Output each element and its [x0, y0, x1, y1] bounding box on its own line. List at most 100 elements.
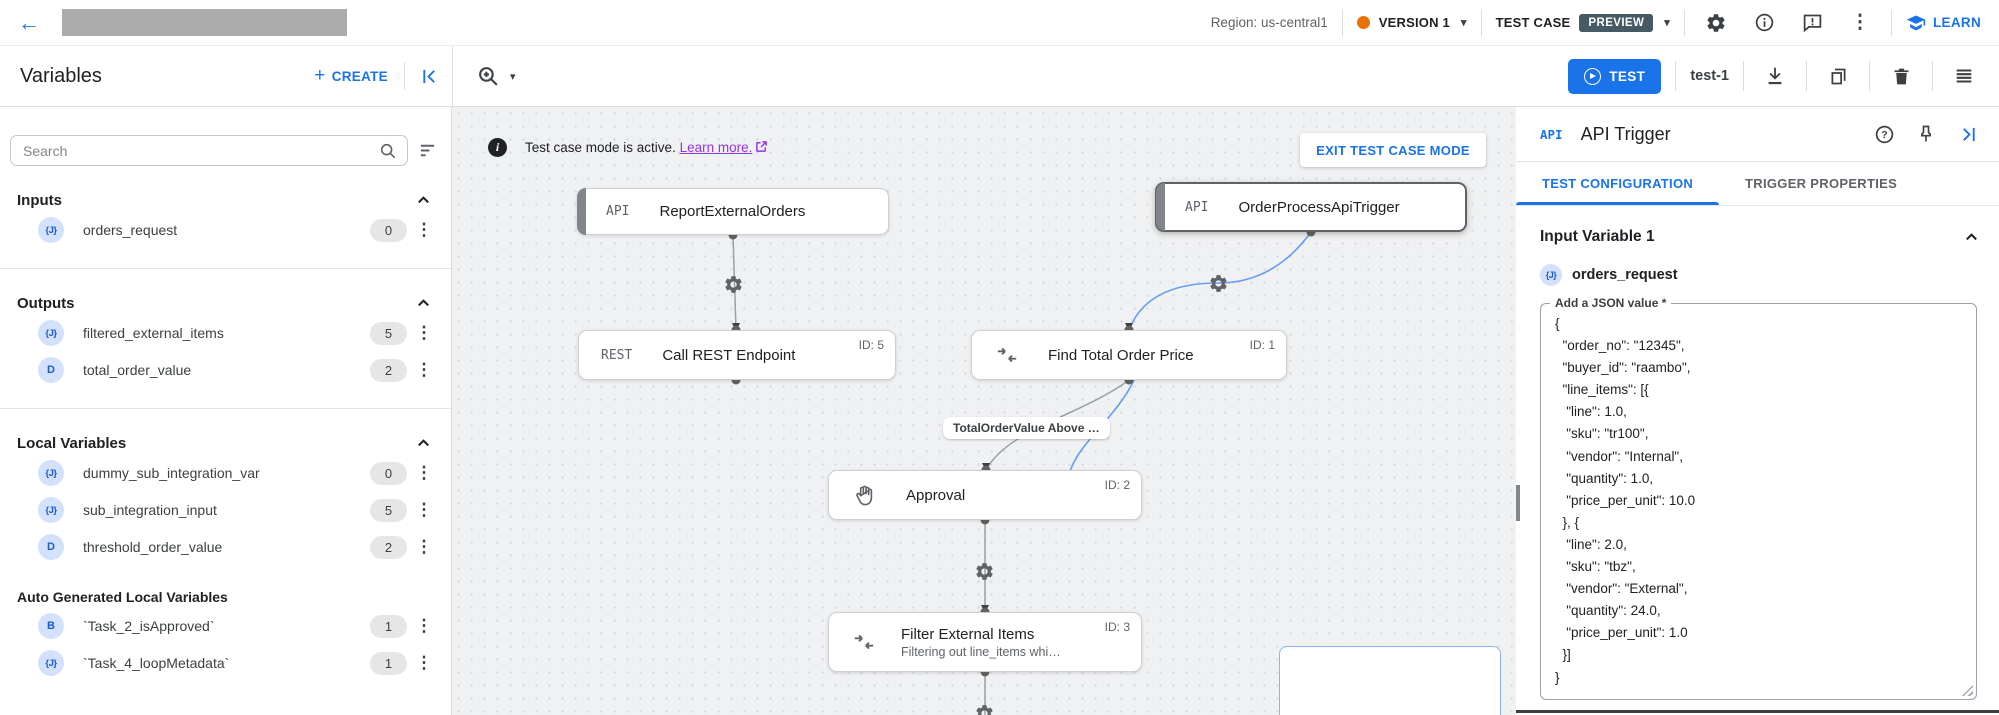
node-filter-external-items[interactable]: Filter External Items Filtering out line… — [828, 612, 1142, 672]
panel-header: API API Trigger — [1516, 107, 1999, 162]
integration-title-redacted — [62, 9, 347, 36]
node-approval[interactable]: Approval ID: 2 — [828, 470, 1142, 520]
help-icon[interactable] — [1869, 117, 1899, 151]
chevron-up-icon[interactable] — [416, 193, 431, 208]
chevron-down-icon: ▾ — [1664, 17, 1670, 29]
delete-icon[interactable] — [1884, 59, 1918, 93]
region-label: Region: us-central1 — [1210, 15, 1328, 30]
row-more-options-icon[interactable]: ⋮ — [415, 653, 433, 672]
usage-count-badge: 2 — [370, 535, 407, 559]
chevron-up-icon[interactable] — [416, 296, 431, 311]
edge-settings-gear-icon[interactable] — [971, 558, 997, 584]
flow-canvas[interactable]: i Test case mode is active. Learn more. … — [452, 107, 1516, 715]
edge-settings-gear-icon[interactable] — [1205, 270, 1231, 296]
json-type-chip: {J} — [1540, 264, 1562, 286]
row-more-options-icon[interactable]: ⋮ — [415, 537, 433, 556]
variable-name: filtered_external_items — [83, 325, 224, 341]
variable-row[interactable]: B`Task_2_isApproved`1⋮ — [0, 610, 451, 642]
back-arrow-icon[interactable]: ← — [18, 9, 40, 35]
test-case-name[interactable]: test-1 — [1690, 68, 1729, 84]
variable-name: threshold_order_value — [83, 539, 223, 555]
play-icon — [1584, 67, 1602, 85]
version-selector[interactable]: VERSION 1 ▾ — [1356, 15, 1467, 30]
list-menu-icon[interactable] — [1947, 59, 1981, 93]
learn-more-link[interactable]: Learn more. — [679, 140, 753, 155]
resize-handle[interactable] — [1962, 685, 1973, 696]
sort-icon[interactable] — [418, 141, 437, 160]
learn-button[interactable]: LEARN — [1906, 13, 1981, 33]
exit-test-case-mode-button[interactable]: EXIT TEST CASE MODE — [1300, 133, 1486, 167]
variable-type-chip: {J} — [38, 320, 64, 346]
section-title: Inputs — [17, 192, 62, 209]
row-more-options-icon[interactable]: ⋮ — [415, 323, 433, 342]
create-variable-button[interactable]: + CREATE — [314, 65, 388, 87]
scrollbar-thumb[interactable] — [1516, 485, 1520, 521]
create-label: CREATE — [331, 68, 388, 84]
node-call-rest-endpoint[interactable]: REST Call REST Endpoint ID: 5 — [578, 330, 896, 380]
empty-selected-node[interactable] — [1279, 646, 1501, 715]
panel-footer-divider — [1516, 710, 1999, 713]
edge-settings-gear-icon[interactable] — [720, 271, 746, 297]
panel-tabs: TEST CONFIGURATION TRIGGER PROPERTIES — [1516, 162, 1999, 206]
chevron-up-icon[interactable] — [416, 436, 431, 451]
settings-gear-icon[interactable] — [1699, 6, 1733, 40]
usage-count-badge: 1 — [370, 651, 407, 675]
variable-type-chip: D — [38, 357, 64, 383]
json-value-editor[interactable]: { "order_no": "12345", "buyer_id": "raam… — [1555, 316, 1696, 685]
rest-task-icon: REST — [601, 347, 633, 363]
node-find-total-order-price[interactable]: Find Total Order Price ID: 1 — [971, 330, 1287, 380]
test-mode-banner: i Test case mode is active. Learn more. — [488, 138, 768, 157]
more-options-icon[interactable]: ⋮ — [1850, 12, 1870, 33]
section-header: Outputs — [0, 295, 451, 312]
edge-condition-label[interactable]: TotalOrderValue Above … — [943, 417, 1110, 439]
tab-test-configuration[interactable]: TEST CONFIGURATION — [1516, 162, 1720, 205]
row-more-options-icon[interactable]: ⋮ — [415, 220, 433, 239]
duplicate-icon[interactable] — [1821, 59, 1855, 93]
pin-icon[interactable] — [1911, 117, 1941, 151]
tab-trigger-properties[interactable]: TRIGGER PROPERTIES — [1745, 176, 1898, 191]
search-input[interactable] — [23, 142, 379, 159]
zoom-in-icon — [477, 65, 500, 88]
edge-settings-gear-icon[interactable] — [971, 700, 997, 715]
info-icon: i — [488, 138, 507, 157]
collapse-panel-right-icon[interactable] — [1953, 117, 1983, 151]
zoom-control[interactable]: ▾ — [477, 65, 516, 88]
section-divider — [0, 408, 451, 409]
row-more-options-icon[interactable]: ⋮ — [415, 500, 433, 519]
input-variable-section-title: Input Variable 1 — [1540, 228, 1655, 245]
download-icon[interactable] — [1758, 59, 1792, 93]
feedback-icon[interactable] — [1795, 6, 1829, 40]
api-trigger-icon: API — [606, 204, 630, 219]
external-link-icon — [755, 140, 768, 153]
collapse-panel-icon[interactable] — [421, 68, 438, 85]
info-icon[interactable] — [1747, 6, 1781, 40]
chevron-up-icon[interactable] — [1964, 230, 1979, 245]
test-toolbar: TEST test-1 — [1568, 46, 1999, 106]
chevron-down-icon: ▾ — [510, 70, 516, 83]
node-report-external-orders[interactable]: API ReportExternalOrders — [577, 188, 889, 235]
json-value-field[interactable]: Add a JSON value * { "order_no": "12345"… — [1540, 296, 1977, 700]
search-box[interactable] — [10, 135, 408, 166]
chevron-down-icon: ▾ — [1460, 17, 1467, 29]
json-field-label: Add a JSON value * — [1550, 296, 1672, 310]
node-order-process-api-trigger[interactable]: API OrderProcessApiTrigger — [1155, 182, 1467, 232]
test-button[interactable]: TEST — [1568, 58, 1662, 94]
row-more-options-icon[interactable]: ⋮ — [415, 463, 433, 482]
search-icon — [379, 142, 397, 160]
test-case-selector[interactable]: TEST CASE PREVIEW ▾ — [1496, 13, 1670, 32]
trigger-accent-bar — [577, 188, 586, 235]
banner-text: Test case mode is active. Learn more. — [525, 140, 768, 155]
row-more-options-icon[interactable]: ⋮ — [415, 360, 433, 379]
trigger-accent-bar — [1156, 183, 1165, 231]
variable-type-chip: {J} — [38, 650, 64, 676]
variable-name: `Task_4_loopMetadata` — [83, 655, 230, 671]
row-more-options-icon[interactable]: ⋮ — [415, 616, 433, 635]
variable-row[interactable]: {J} `Task_4_loopMetadata` 1 ⋮ — [0, 647, 451, 679]
